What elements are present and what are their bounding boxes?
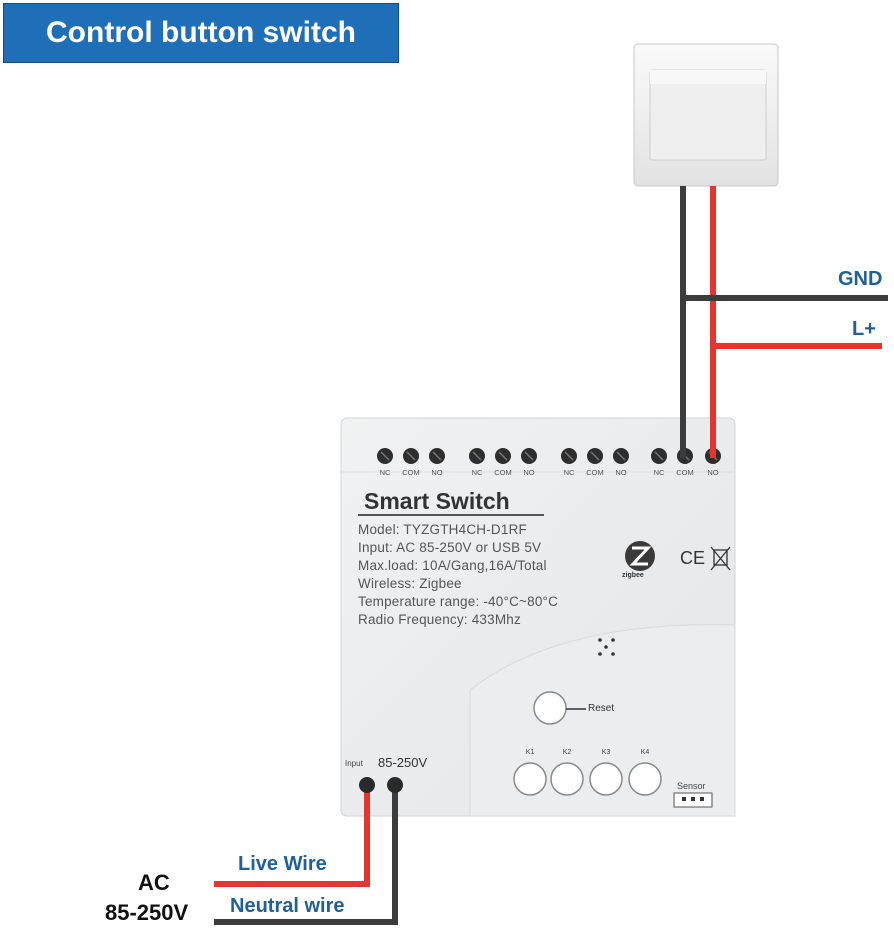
reset-label: Reset [588, 703, 615, 714]
zigbee-label: zigbee [622, 572, 644, 579]
k4-button[interactable] [629, 763, 661, 795]
spec-input: Input: AC 85-250V or USB 5V [358, 540, 542, 555]
input-terminals [359, 777, 403, 793]
terminal-label-10: NC [653, 468, 665, 477]
terminal-label-1: NC [379, 468, 391, 477]
terminal-label-3: NO [431, 468, 443, 477]
sensor-holes-icon [598, 638, 615, 656]
ac-label: AC [138, 870, 170, 895]
spec-temperature: Temperature range: -40°C~80°C [358, 594, 559, 609]
terminal-label-9: NO [615, 468, 627, 477]
neutral-wire-label: Neutral wire [230, 895, 345, 917]
terminal-label-8: COM [586, 468, 604, 477]
switch-wires [680, 186, 888, 458]
terminal-label-4: NC [471, 468, 483, 477]
sensor-connector-icon [673, 792, 713, 808]
ce-mark: CE [680, 548, 706, 568]
voltage-label: 85-250V [105, 900, 189, 925]
k-buttons-shapes [513, 762, 662, 796]
terminal-label-5: COM [494, 468, 512, 477]
k1-label: K1 [525, 749, 535, 756]
k2-label: K2 [562, 749, 572, 756]
terminal-label-12: NO [707, 468, 719, 477]
sensor-label: Sensor [677, 781, 706, 791]
banner-title: Control button switch [46, 16, 356, 49]
gnd-label: GND [838, 268, 883, 290]
terminal-label-7: NC [563, 468, 575, 477]
k4-label: K4 [640, 749, 650, 756]
reset-button-shape [533, 691, 586, 725]
spec-max-load: Max.load: 10A/Gang,16A/Total [358, 558, 547, 573]
spec-radio-frequency: Radio Frequency: 433Mhz [358, 612, 521, 627]
input-voltage-label: 85-250V [378, 755, 428, 770]
device-title: Smart Switch [364, 488, 510, 514]
k3-label: K3 [601, 749, 611, 756]
wall-switch [633, 43, 779, 187]
k3-button[interactable] [590, 763, 622, 795]
terminal-label-6: NO [523, 468, 535, 477]
terminal-label-11: COM [676, 468, 694, 477]
live-wire-label: Live Wire [238, 853, 327, 875]
k2-button[interactable] [551, 763, 583, 795]
l-plus-label: L+ [852, 318, 876, 340]
title-banner [3, 3, 399, 63]
weee-bin-icon [710, 546, 731, 571]
terminal-label-2: COM [402, 468, 420, 477]
zigbee-logo-icon [625, 541, 655, 571]
spec-model: Model: TYZGTH4CH-D1RF [358, 522, 527, 537]
input-wires [214, 784, 398, 925]
spec-wireless: Wireless: Zigbee [358, 576, 462, 591]
k1-button[interactable] [514, 763, 546, 795]
title-underline [358, 514, 544, 516]
input-label: Input [345, 759, 363, 768]
reset-button[interactable] [534, 692, 566, 724]
